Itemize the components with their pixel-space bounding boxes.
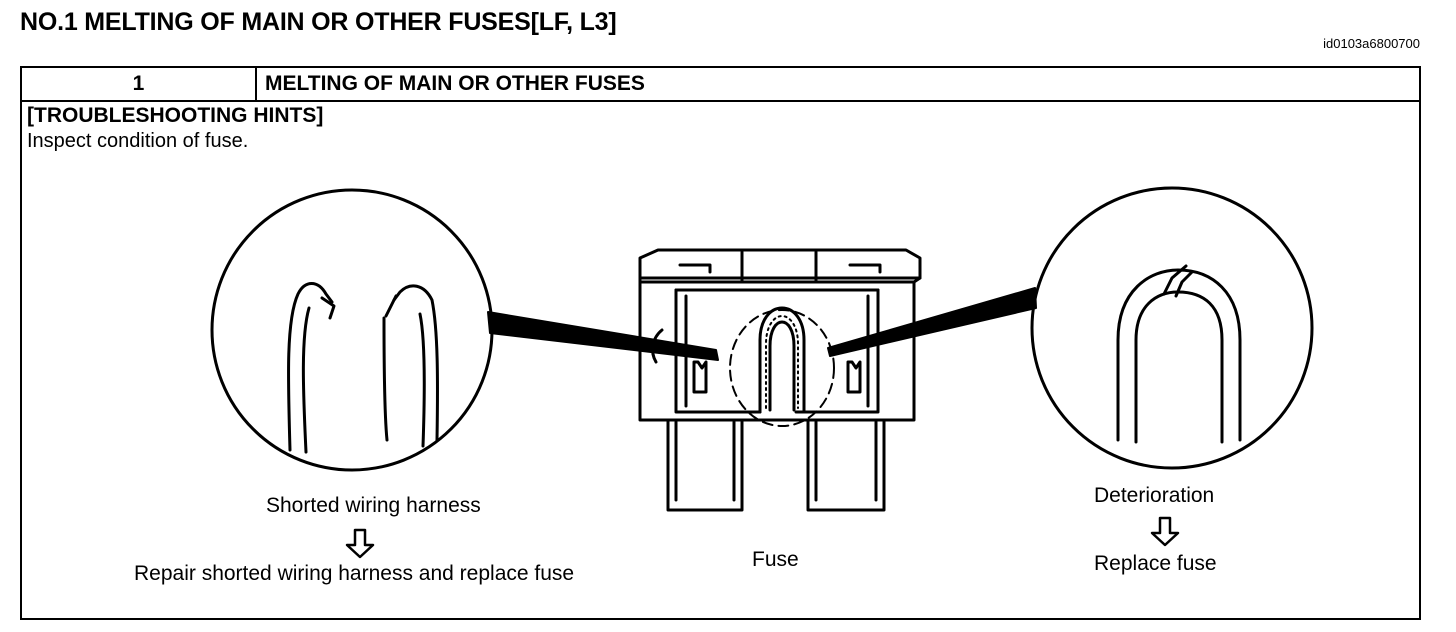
right-deteriorated-element bbox=[1116, 264, 1242, 444]
left-callout-leader bbox=[487, 311, 719, 361]
step-header-row: 1 MELTING OF MAIN OR OTHER FUSES bbox=[22, 68, 1419, 102]
fuse-drawing bbox=[638, 248, 922, 512]
left-broken-element bbox=[286, 282, 439, 454]
right-down-arrow-icon bbox=[1150, 516, 1180, 547]
right-cause-label: Deterioration bbox=[1094, 484, 1215, 507]
step-number: 1 bbox=[22, 68, 257, 100]
left-down-arrow-icon bbox=[345, 528, 375, 559]
hints-text: Inspect condition of fuse. bbox=[27, 130, 249, 152]
right-action-label: Replace fuse bbox=[1094, 552, 1217, 575]
step-title: MELTING OF MAIN OR OTHER FUSES bbox=[265, 72, 645, 95]
hints-heading: [TROUBLESHOOTING HINTS] bbox=[27, 104, 324, 127]
left-cause-label: Shorted wiring harness bbox=[266, 494, 481, 517]
right-zoom-circle bbox=[1030, 186, 1314, 470]
left-action-label: Repair shorted wiring harness and replac… bbox=[134, 562, 575, 585]
fuse-label: Fuse bbox=[752, 548, 799, 571]
page-title: NO.1 MELTING OF MAIN OR OTHER FUSES[LF, … bbox=[20, 8, 617, 36]
inspection-frame: 1 MELTING OF MAIN OR OTHER FUSES [TROUBL… bbox=[20, 66, 1421, 620]
right-callout-leader bbox=[827, 287, 1037, 357]
document-id: id0103a6800700 bbox=[1323, 36, 1420, 51]
left-zoom-circle bbox=[210, 188, 494, 472]
